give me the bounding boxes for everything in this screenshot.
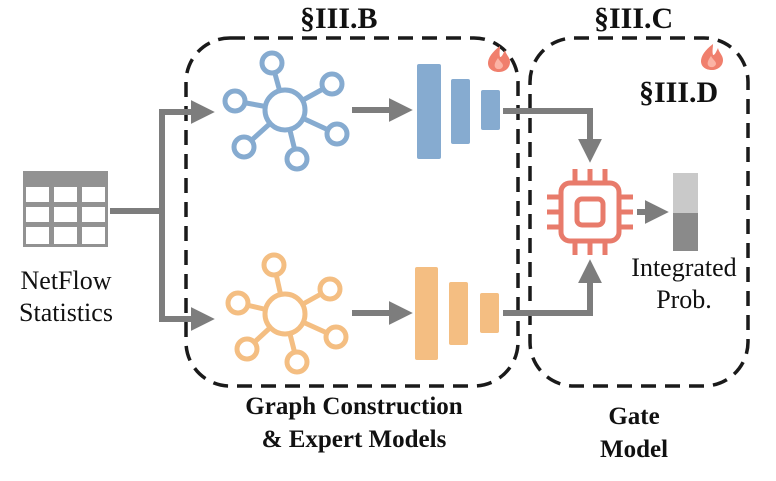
- gate-caption-line1: Gate: [608, 403, 660, 430]
- table-icon: [23, 171, 108, 247]
- neural-layers-icon-bottom: [415, 267, 499, 360]
- graph-network-icon-bottom: [225, 252, 349, 375]
- output-label: Integrated Prob.: [618, 252, 750, 316]
- chip-icon: [547, 169, 633, 255]
- section-label-gate: §III.C: [594, 2, 674, 35]
- input-label-line2: Statistics: [19, 298, 113, 327]
- flame-icon: [701, 44, 723, 70]
- neural-layers-icon-top: [417, 64, 500, 159]
- output-label-line1: Integrated: [631, 253, 737, 282]
- experts-caption-line1: Graph Construction: [245, 393, 463, 420]
- experts-dashed-box: [184, 36, 520, 388]
- output-label-line2: Prob.: [656, 285, 712, 314]
- experts-caption-line2: & Expert Models: [261, 426, 447, 453]
- section-label-graph: §III.B: [300, 2, 378, 35]
- graph-to-model-arrows: [352, 98, 413, 325]
- flame-icon: [488, 46, 510, 72]
- probability-bar-icon: [673, 173, 698, 251]
- input-label-line1: NetFlow: [20, 266, 112, 295]
- input-label: NetFlow Statistics: [10, 265, 122, 329]
- input-split-arrows: [110, 100, 215, 331]
- section-label-integration: §III.D: [639, 76, 719, 109]
- experts-caption: Graph Construction & Expert Models: [214, 390, 494, 456]
- gate-caption: Gate Model: [584, 400, 684, 466]
- model-to-gate-arrows: [503, 108, 602, 316]
- graph-network-icon-top: [222, 50, 350, 172]
- gate-caption-line2: Model: [599, 436, 669, 463]
